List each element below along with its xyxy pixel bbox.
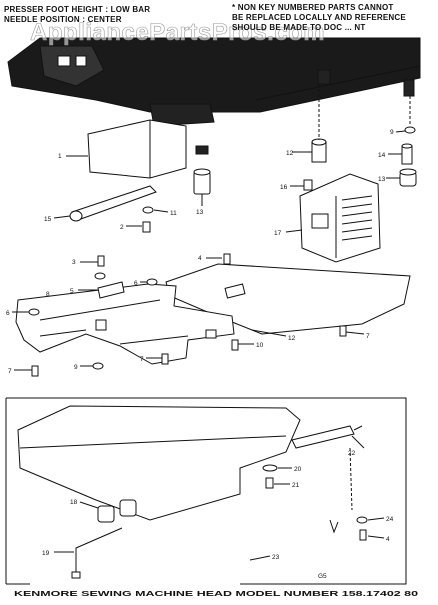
callout-7c: 7 (366, 333, 370, 340)
callout-18: 18 (70, 499, 78, 506)
part-spring-14 (388, 143, 413, 165)
screw-7b (161, 353, 169, 365)
callout-2: 2 (120, 224, 124, 231)
note-non-key-2: BE REPLACED LOCALLY AND REFERENCE (232, 13, 406, 22)
callout-6a: 6 (6, 310, 10, 317)
note-needle-position: NEEDLE POSITION : CENTER (4, 15, 122, 24)
washer-9 (92, 362, 104, 370)
callout-7b: 7 (140, 356, 144, 363)
callout-23: 23 (272, 554, 280, 561)
washer-6a (28, 308, 40, 316)
screw-7a (31, 365, 39, 377)
washer-11 (142, 206, 154, 214)
machine-head-body (7, 37, 421, 155)
part-clip (329, 519, 339, 534)
note-non-key-1: * NON KEY NUMBERED PARTS CANNOT (232, 3, 393, 12)
part-feed-dog-5 (78, 281, 125, 299)
callout-17: 17 (274, 230, 282, 237)
callout-14: 14 (378, 152, 386, 159)
callout-8: 8 (46, 291, 50, 298)
callout-19: 19 (42, 550, 50, 557)
part-rod (53, 185, 157, 222)
washer-9-top (404, 126, 416, 134)
callout-12b: 12 (288, 335, 296, 342)
screw-2 (142, 221, 151, 233)
washer-3 (94, 272, 106, 280)
part-allen-wrench (54, 527, 123, 579)
callout-13b: 13 (378, 176, 386, 183)
callout-10: 10 (256, 342, 264, 349)
washer-24 (356, 516, 368, 524)
callout-11: 11 (170, 210, 177, 217)
part-feed-frame (15, 283, 235, 365)
part-cap-13b (386, 168, 417, 187)
callout-3: 3 (72, 259, 76, 266)
callout-5: 5 (70, 288, 74, 295)
screw-10 (231, 339, 239, 351)
screw-21 (265, 477, 274, 489)
callout-22: 22 (348, 450, 356, 457)
part-bracket (285, 173, 381, 263)
callout-12a: 12 (286, 150, 294, 157)
callout-21: 21 (292, 482, 300, 489)
accessory-box-frame (6, 397, 407, 585)
callout-15: 15 (44, 216, 52, 223)
callout-7a: 7 (8, 368, 12, 375)
callout-6b: 6 (134, 280, 138, 287)
part-spools (79, 499, 137, 523)
screw-4 (223, 253, 231, 265)
callout-16: 16 (280, 184, 288, 191)
watermark-text: AppliancePartsPros.com (30, 19, 325, 46)
part-face-cover (66, 119, 187, 179)
callout-9a: 9 (74, 364, 78, 371)
callout-24: 24 (386, 516, 394, 523)
model-footer: KENMORE SEWING MACHINE HEAD MODEL NUMBER… (14, 591, 418, 598)
screw-4b (359, 529, 367, 541)
callout-13a: 13 (196, 209, 204, 216)
washer-20 (262, 464, 278, 472)
screw-16 (303, 179, 313, 191)
note-presser-foot: PRESSER FOOT HEIGHT : LOW BAR (4, 5, 150, 14)
screw-7c (339, 325, 347, 337)
part-screwdriver (291, 425, 365, 449)
page-marker: G5 (318, 573, 327, 580)
callout-1: 1 (58, 153, 62, 160)
callout-20: 20 (294, 466, 302, 473)
screw-3 (97, 255, 105, 267)
note-non-key-3: SHOULD BE MADE TO DOC ... NT (232, 23, 365, 32)
callout-4: 4 (198, 255, 202, 262)
part-case-cover (17, 405, 301, 561)
callout-labels: 1 2 3 4 5 6 6 7 7 7 8 9 9 10 11 12 12 13… (6, 129, 394, 561)
callout-4b: 4 (386, 536, 390, 543)
callout-9b: 9 (390, 129, 394, 136)
part-bushing (193, 168, 211, 206)
part-bushing-12 (292, 84, 327, 163)
washer-6b (146, 278, 158, 286)
